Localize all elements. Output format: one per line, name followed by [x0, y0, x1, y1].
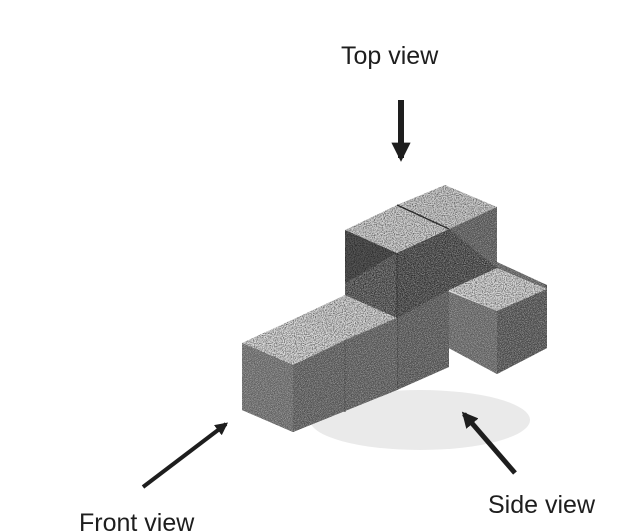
top-view-label: Top view: [341, 42, 439, 70]
front-view-arrow-icon: [141, 422, 229, 489]
side-view-label: Side view: [488, 491, 595, 519]
front-view-label: Front view: [79, 509, 195, 532]
floor-shadow: [310, 390, 530, 450]
side-view-arrow-icon: [461, 411, 517, 475]
top-face-texture: [242, 185, 547, 365]
